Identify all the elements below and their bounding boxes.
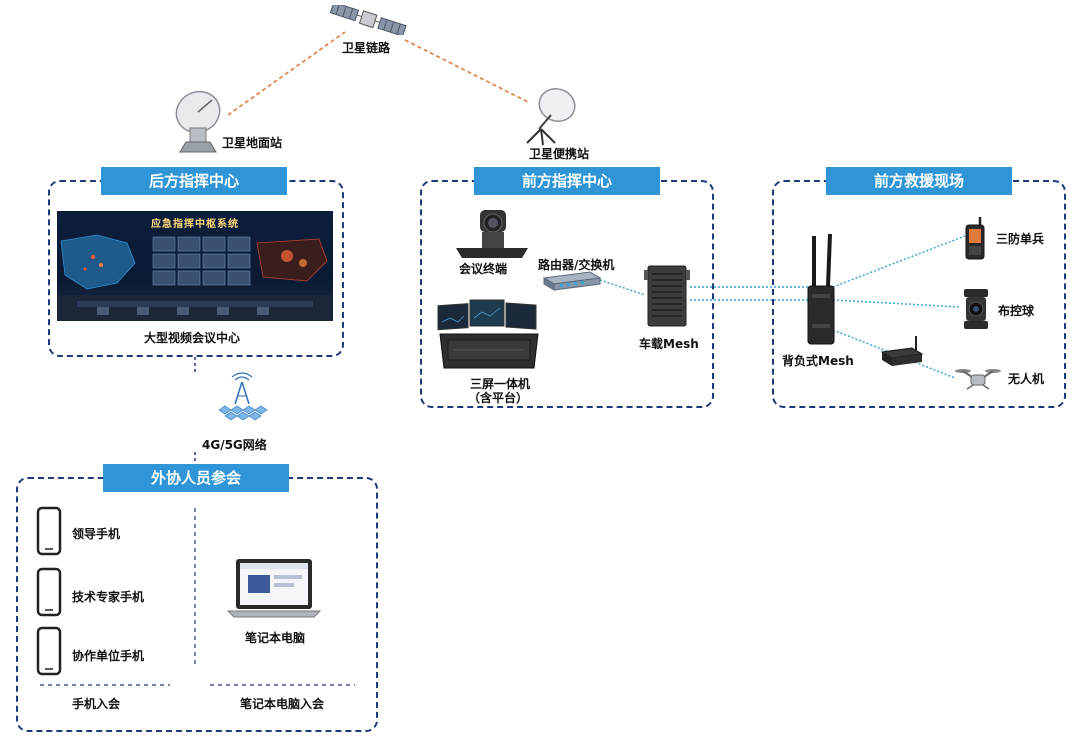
drone-icon bbox=[955, 369, 1001, 390]
backpack-to-soldier-link bbox=[832, 235, 966, 288]
phone-label-partner: 协作单位手机 bbox=[72, 649, 145, 663]
video-conference-room-image: 应急指挥中枢系统 bbox=[57, 211, 333, 321]
network-label: 4G/5G网络 bbox=[202, 438, 267, 452]
deploy-ball-label: 布控球 bbox=[998, 304, 1035, 318]
backpack-mesh-icon bbox=[807, 233, 835, 345]
conference-screen-title: 应急指挥中枢系统 bbox=[151, 219, 239, 230]
satellite-link-label: 卫星链路 bbox=[342, 41, 391, 55]
video-conference-center-label: 大型视频会议中心 bbox=[144, 331, 241, 345]
triple-screen-unit-icon bbox=[437, 299, 539, 369]
conference-terminal-label: 会议终端 bbox=[459, 262, 508, 276]
cell-tower-network-icon bbox=[218, 372, 268, 421]
triple-screen-label-line2: （含平台） bbox=[468, 391, 529, 405]
three-proof-soldier-device-icon bbox=[965, 217, 985, 260]
ground-station-label: 卫星地面站 bbox=[222, 136, 283, 150]
three-proof-soldier-label: 三防单兵 bbox=[996, 232, 1045, 246]
vehicle-mesh-label: 车载Mesh bbox=[639, 337, 699, 351]
triple-screen-label-line1: 三屏一体机 bbox=[470, 377, 531, 391]
vehicle-mesh-icon bbox=[644, 265, 690, 327]
front-command-header: 前方指挥中心 bbox=[474, 167, 660, 195]
laptop-icon bbox=[226, 559, 322, 618]
external-participants-header: 外协人员参会 bbox=[103, 464, 289, 492]
edge-device-icon bbox=[880, 336, 924, 366]
satellite-ground-station-icon bbox=[175, 90, 221, 153]
satellite-link-right bbox=[404, 39, 529, 103]
external-participants-box bbox=[16, 477, 378, 732]
phone-label-leader: 领导手机 bbox=[72, 527, 121, 541]
laptop-join-label: 笔记本电脑入会 bbox=[240, 697, 325, 711]
portable-station-label: 卫星便携站 bbox=[529, 147, 590, 161]
backpack-mesh-label: 背负式Mesh bbox=[782, 354, 854, 368]
partner-phone-icon bbox=[36, 626, 62, 676]
backpack-to-ball-link bbox=[832, 299, 961, 308]
phone-label-expert: 技术专家手机 bbox=[72, 590, 145, 604]
router-switch-label: 路由器/交换机 bbox=[538, 258, 615, 272]
leader-phone-icon bbox=[36, 506, 62, 556]
control-room-scene bbox=[57, 234, 333, 321]
expert-phone-icon bbox=[36, 567, 62, 617]
satellite-link-left bbox=[227, 31, 346, 116]
deploy-ball-camera-icon bbox=[964, 289, 988, 329]
phone-join-label: 手机入会 bbox=[72, 697, 121, 711]
satellite-portable-station-icon bbox=[526, 88, 576, 146]
conference-terminal-icon bbox=[456, 210, 528, 258]
laptop-label: 笔记本电脑 bbox=[245, 631, 306, 645]
router-switch-icon bbox=[542, 271, 602, 291]
front-rescue-header: 前方救援现场 bbox=[826, 167, 1012, 195]
satellite-icon bbox=[329, 5, 407, 35]
drone-label: 无人机 bbox=[1008, 372, 1045, 386]
rear-command-header: 后方指挥中心 bbox=[101, 167, 287, 195]
